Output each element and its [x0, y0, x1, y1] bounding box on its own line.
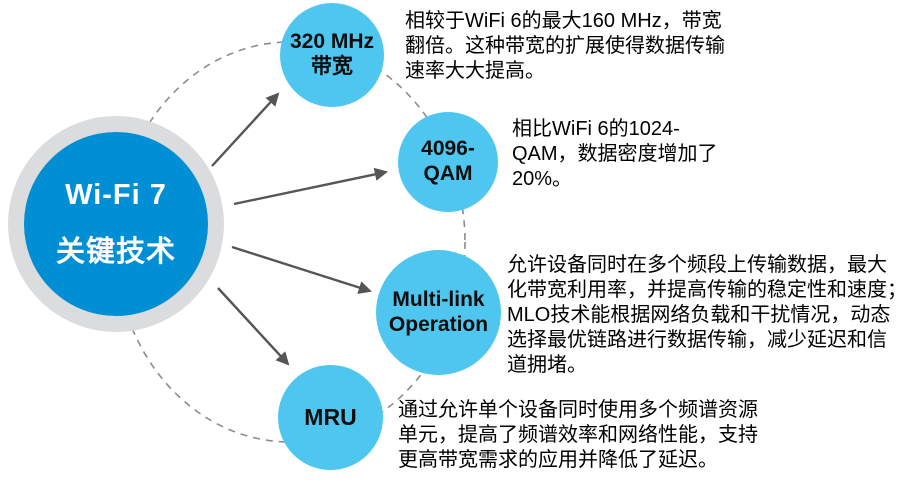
arrow-to-multilink: [231, 245, 372, 294]
arrow-to-4096qam: [233, 167, 388, 206]
node-multi-link-operation: Multi-link Operation: [376, 250, 501, 375]
description-mru: 通过允许单个设备同时使用多个频谱资源 单元，提高了频谱效率和网络性能，支持 更高…: [398, 399, 758, 471]
description-multi-link-operation: 允许设备同时在多个频段上传输数据，最大 化带宽利用率，并提高传输的稳定性和速度；…: [507, 254, 907, 376]
arrow-to-mru: [217, 287, 290, 366]
arrow-to-320mhz: [211, 92, 280, 167]
node-mru: MRU: [278, 365, 383, 470]
center-node-ring: Wi-Fi 7 关键技术: [8, 116, 224, 332]
center-node-wifi7: Wi-Fi 7 关键技术: [24, 132, 208, 316]
node-4096-qam: 4096- QAM: [398, 112, 498, 212]
description-4096-qam: 相比WiFi 6的1024- QAM，数据密度增加了 20%。: [512, 118, 718, 190]
description-320mhz-bandwidth: 相较于WiFi 6的最大160 MHz，带宽 翻倍。这种带宽的扩展使得数据传输 …: [405, 10, 725, 82]
node-320mhz-bandwidth: 320 MHz 带宽: [280, 3, 384, 107]
